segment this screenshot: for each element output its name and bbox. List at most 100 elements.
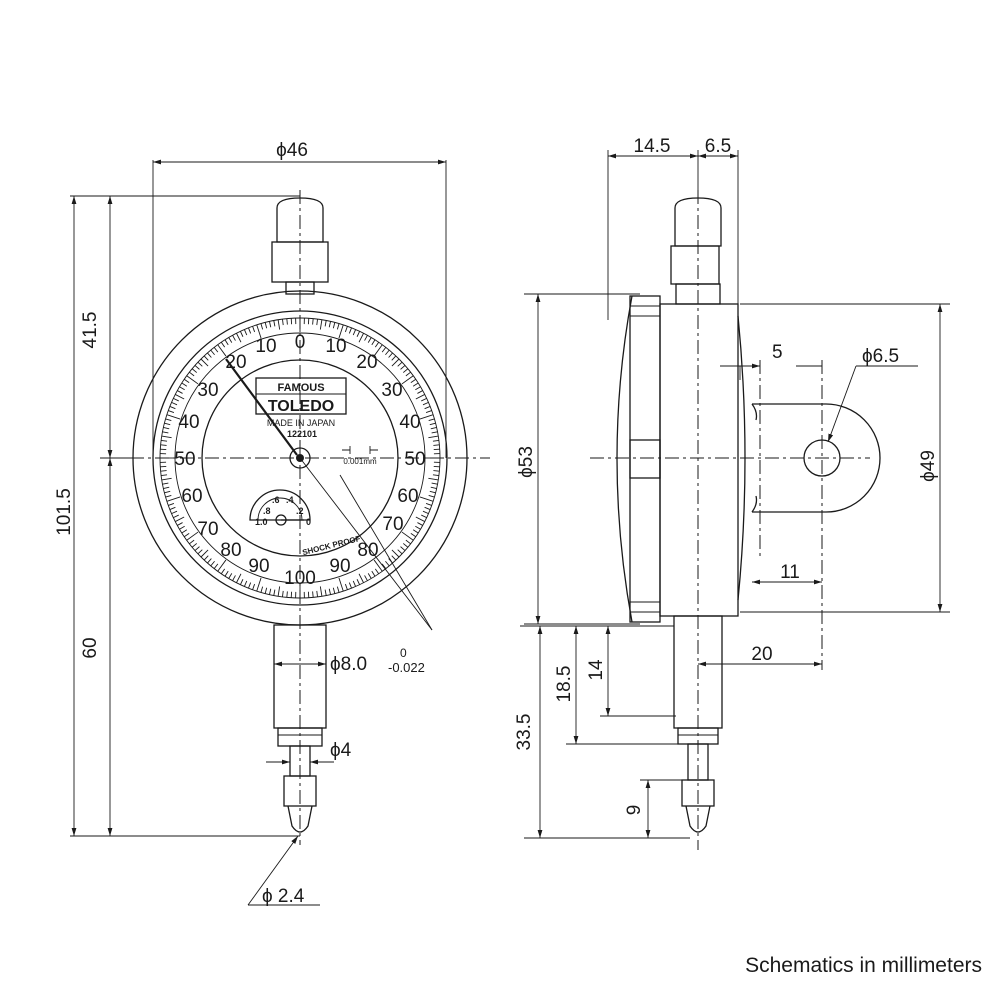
dim-stem-diameter-label: ϕ8.0 [330, 654, 367, 675]
side-top-cap [670, 197, 722, 305]
dial-tick [410, 532, 417, 538]
dial-tick [239, 579, 244, 585]
dial-tick [161, 435, 172, 439]
dial-tick [319, 586, 323, 597]
dial-number-l4: 40 [178, 412, 199, 433]
dial-tick [224, 570, 229, 577]
dial-tick [213, 563, 219, 569]
dial-tick [168, 502, 175, 506]
dial-tick [431, 482, 438, 485]
dial-tick [373, 559, 383, 572]
dial-tick [232, 335, 236, 341]
dim-lug-reach: 20 [698, 644, 822, 667]
dial-tick [374, 341, 380, 348]
dial-tick [165, 494, 172, 498]
dial-tick [415, 394, 425, 400]
dial-tick [160, 470, 167, 472]
dial-tick [324, 320, 327, 327]
dial-tick [421, 514, 427, 519]
dial-tick [171, 401, 178, 406]
dial-tick [432, 440, 439, 442]
dial-tick [431, 431, 438, 434]
dial-number-r1: 10 [325, 336, 346, 357]
dim-height-top-label: 41.5 [80, 312, 101, 349]
dial-tick [256, 324, 262, 339]
dial-tick [179, 525, 185, 530]
dial-tick [162, 482, 169, 485]
side-body [659, 303, 739, 617]
dial-tick [336, 323, 340, 330]
dial-tick [224, 339, 229, 346]
dial-tick [186, 531, 199, 541]
dial-tick [364, 575, 368, 581]
dial-tick [338, 577, 344, 592]
dial-tick [248, 327, 252, 334]
dial-tick [189, 539, 195, 545]
dim-height-bottom-label: 60 [80, 637, 101, 658]
dial-tick [391, 555, 397, 561]
dial-tick [181, 529, 188, 534]
dial-tick [160, 444, 167, 446]
dial-tick [316, 590, 318, 597]
sub-dial-number-2: .6 [272, 495, 280, 505]
dial-tick [332, 322, 336, 329]
dial-tick [428, 418, 435, 422]
dial-tick [415, 516, 425, 522]
dim-stem-diameter: ϕ8.0 0 -0.022 [274, 646, 425, 675]
dial-number-r6: 60 [397, 486, 418, 507]
dial-tick [356, 331, 361, 337]
dial-tick [264, 322, 268, 329]
dial-tick [169, 506, 176, 510]
dim-stem-tol-upper: 0 [400, 646, 407, 660]
dial-tick [400, 365, 406, 370]
dial-tick [207, 352, 212, 358]
dial-tick [412, 529, 419, 534]
dim-depth: 14.5 6.5 [607, 136, 739, 320]
dial-tick [410, 378, 417, 384]
sub-dial-number-1: .8 [263, 506, 271, 516]
dial-tick [277, 586, 281, 597]
dial-tick [338, 324, 344, 339]
dial-tick [401, 531, 414, 541]
dial-tick [163, 427, 170, 430]
dial-tick [319, 319, 323, 330]
dial-tick [405, 371, 411, 377]
dial-tick [388, 352, 393, 358]
dial-tick [236, 333, 242, 343]
dial-tick [161, 474, 168, 476]
dial-tick [186, 375, 199, 385]
dial-tick [177, 390, 183, 394]
dim-height-total-label: 101.5 [54, 488, 75, 536]
dial-tick [260, 323, 264, 330]
dial-tick [358, 333, 364, 343]
dial-tick [417, 390, 423, 394]
dial-tick [169, 406, 176, 410]
front-view: 0 100 10 20 30 40 50 60 70 80 90 10 20 3… [54, 140, 490, 907]
dial-tick [194, 365, 200, 370]
dial-tick [210, 349, 215, 356]
dial-tick [173, 514, 179, 519]
dial-tick [282, 319, 284, 326]
dim-lug-offset-label: 11 [780, 562, 800, 583]
dial-tick [397, 549, 403, 555]
dial-tick [228, 337, 233, 343]
dial-tick [391, 549, 400, 558]
dial-tick [220, 341, 226, 348]
dim-spindle-diameter: ϕ4 [266, 740, 352, 765]
dial-tick [210, 560, 215, 567]
dial-tick [371, 339, 376, 346]
dial-tick [312, 591, 314, 598]
dial-tick [430, 427, 437, 430]
dial-tick [348, 582, 352, 589]
dial-tick [367, 573, 372, 579]
dim-stem-tol-lower: -0.022 [388, 660, 425, 675]
dial-tick [243, 580, 248, 587]
dial-tick [163, 486, 170, 489]
dial-tick [203, 355, 209, 361]
dial-tick [421, 397, 427, 402]
dim-tip-length: 9 [624, 779, 684, 838]
sub-dial-number-3: .4 [286, 495, 294, 505]
dial-tick [425, 502, 432, 506]
dial-number-r8: 80 [357, 540, 378, 561]
